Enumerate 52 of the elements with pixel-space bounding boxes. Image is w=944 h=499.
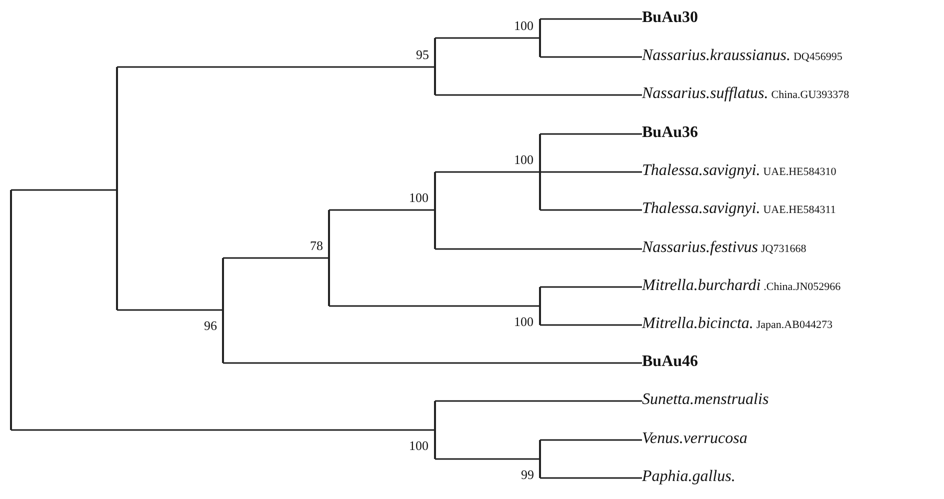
branch-line [435,94,642,96]
branch-line [11,189,117,191]
accession-number: UAE.HE584310 [763,166,836,178]
branch-line [11,429,435,431]
sample-name: BuAu30 [642,9,698,26]
species-name: Nassarius.sufflatus. [642,85,768,102]
accession-number: JQ731668 [761,243,806,255]
bootstrap-value: 78 [310,239,323,253]
branch-line [435,400,642,402]
bootstrap-value: 100 [409,439,428,453]
branch-line [540,171,642,173]
species-name: Nassarius.kraussianus. [642,47,790,64]
accession-number: UAE.HE584311 [763,204,836,216]
bootstrap-value: 100 [514,315,534,329]
branch-line [117,309,223,311]
branch-line [540,18,642,20]
species-name: Venus.verrucosa [642,430,748,447]
branch-line [117,66,435,68]
branch-line [435,458,540,460]
branch-line [540,56,642,58]
sample-name: BuAu36 [642,124,698,141]
branch-line [435,37,540,39]
bootstrap-value: 95 [416,48,429,62]
branch-line [540,477,642,479]
accession-number: China.GU393378 [771,89,850,101]
branch-line [435,248,642,250]
species-name: Paphia.gallus. [642,468,736,485]
species-name: Mitrella.bicincta. [642,315,754,332]
branch-line [223,257,329,259]
bootstrap-value: 100 [514,19,534,33]
branch-line [540,324,642,326]
species-name: Sunetta.menstrualis [642,391,769,408]
sample-name: BuAu46 [642,353,698,370]
branch-line [329,209,435,211]
bootstrap-value: 96 [204,319,217,333]
branch-line [329,305,540,307]
branch-line [540,286,642,288]
species-name: Mitrella.burchardi [642,277,761,294]
accession-number: Japan.AB044273 [756,319,832,331]
species-name: Nassarius.festivus [642,239,758,256]
bootstrap-value: 100 [409,191,428,205]
branch-line [540,209,642,211]
bootstrap-value: 99 [521,468,534,482]
species-name: Thalessa.savignyi. [642,200,760,217]
accession-number: .China.JN052966 [764,281,841,293]
branch-line [435,171,540,173]
branch-line [540,133,642,135]
species-name: Thalessa.savignyi. [642,162,760,179]
accession-number: DQ456995 [793,51,842,63]
branch-line [540,439,642,441]
bootstrap-value: 100 [514,153,534,167]
branch-line [223,362,642,364]
